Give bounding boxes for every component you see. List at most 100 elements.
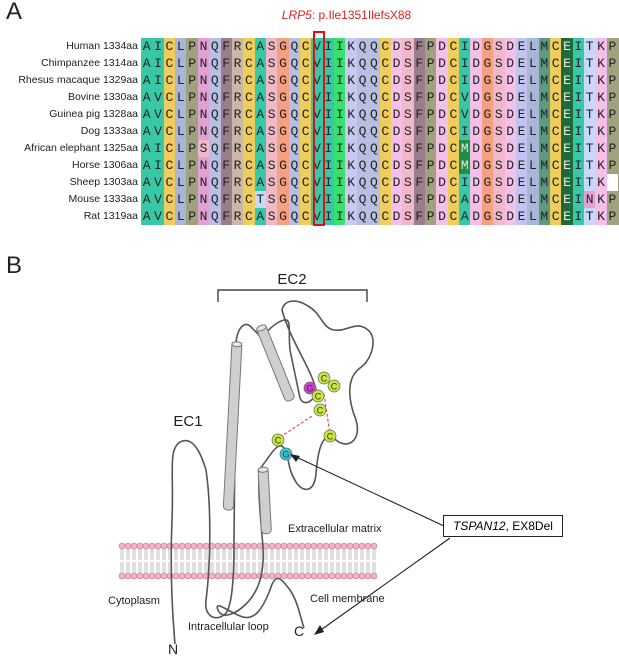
residue-cell: E [515,123,528,140]
lipid-head [154,572,162,580]
residue-circle: C [317,371,331,385]
residue-cell: E [561,123,573,140]
residue-cell: N [197,89,210,106]
lipid-head [178,542,186,550]
residue-cell: N [197,38,210,55]
residue-cell: D [504,191,516,208]
residue-cell: Q [368,123,380,140]
residue-cell: Q [356,208,369,225]
residue-cell: R [231,89,244,106]
residue-cell: D [436,106,448,123]
residue-cell: L [527,191,539,208]
residue-cell: K [345,106,357,123]
residue-cell: K [595,55,607,72]
residue-cell: G [277,106,289,123]
residue-cell: L [527,89,539,106]
lipid-head [250,542,258,550]
residue-cell: C [163,191,176,208]
lipid-head [286,572,294,580]
svg-text:G: G [282,450,289,460]
residue-cell: C [549,38,562,55]
residue-cell: V [311,140,323,157]
residue-cell: D [390,140,403,157]
residue-cell: G [277,208,289,225]
residue-cell: Q [368,55,380,72]
residue-cell: D [390,208,403,225]
residue-cell: G [481,157,494,174]
residue-cell: E [515,191,528,208]
residue-cell: K [595,157,607,174]
residue-cell: I [334,140,346,157]
residue-cell: S [493,55,505,72]
species-label: Rhesus macaque 1329aa [18,74,138,86]
residue-cell: C [300,157,312,174]
lipid-head [310,542,318,550]
residue-cell: P [186,208,198,225]
residue-cell: D [390,106,403,123]
residue-cell: Q [209,123,221,140]
residue-cell: P [606,106,619,123]
residue-cell: S [493,140,505,157]
residue-cell: K [595,174,607,191]
residue-cell: E [561,174,573,191]
residue-cell: C [163,89,176,106]
residue-cell: F [413,38,425,55]
residue-cell: E [561,191,573,208]
residue-cell: F [413,89,425,106]
residue-cell: A [141,174,153,191]
residue-cell: N [197,55,210,72]
lipid-head [196,572,204,580]
residue-cell: D [390,191,403,208]
lipid-head [298,572,306,580]
residue-cell: P [424,191,437,208]
residue-cell: L [527,157,539,174]
lipid-head [178,572,186,580]
residue-cell: R [231,38,244,55]
lipid-head [244,542,252,550]
residue-cell: I [459,174,471,191]
residue-cell: D [470,106,482,123]
residue-cell: A [141,55,153,72]
residue-cell: Q [368,157,380,174]
residue-cell: E [515,38,528,55]
lipid-head [154,542,162,550]
residue-cell: C [379,89,391,106]
residue-cell: I [334,174,346,191]
residue-cell: S [493,157,505,174]
residue-cell: C [243,89,255,106]
residue-cell: C [163,140,176,157]
residue-cell: S [402,72,414,89]
residue-cell: Q [288,55,301,72]
residue-cell: M [459,157,471,174]
residue-cell: Q [356,174,369,191]
residue-cell: S [265,123,278,140]
residue-cell: C [379,38,391,55]
residue-cell: P [424,157,437,174]
residue-cell: G [277,123,289,140]
residue-cell: G [481,72,494,89]
residue-cell: V [311,38,323,55]
residue-cell: Q [288,208,301,225]
residue-cell: G [277,89,289,106]
residue-cell: C [243,38,255,55]
lipid-head [310,572,318,580]
residue-cell: K [345,208,357,225]
residue-cell: Q [209,89,221,106]
residue-cell: F [413,140,425,157]
residue-cell: C [549,72,562,89]
residue-cell: S [493,208,505,225]
residue-cell: D [504,89,516,106]
residue-cell: P [606,208,619,225]
residue-cell: C [163,72,176,89]
residue-cell: C [163,55,176,72]
residue-cell: M [538,106,550,123]
lipid-head [280,542,288,550]
residue-cell: I [572,89,585,106]
residue-cell: C [300,55,312,72]
residue-cell: F [220,89,232,106]
residue-cell: I [334,106,346,123]
residue-cell: R [231,157,244,174]
residue-cell: I [334,157,346,174]
